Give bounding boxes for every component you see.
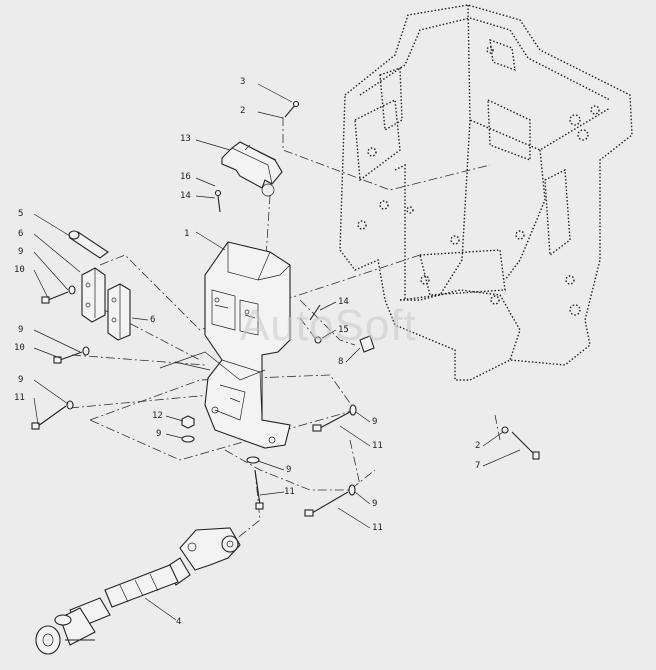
part-5-pin <box>68 230 109 259</box>
callout-7: 7 <box>475 461 480 471</box>
callout-1: 1 <box>184 229 189 239</box>
callout-11: 11 <box>284 487 295 497</box>
fasteners <box>31 100 540 517</box>
callout-4: 4 <box>176 617 181 627</box>
callout-8: 8 <box>338 357 343 367</box>
callout-9: 9 <box>372 417 377 427</box>
callout-11: 11 <box>372 441 383 451</box>
tractor-frame <box>339 4 633 381</box>
callout-11: 11 <box>14 393 25 403</box>
callout-2: 2 <box>475 441 480 451</box>
callout-9: 9 <box>372 499 377 509</box>
part-13-clip-bracket <box>221 141 283 197</box>
callout-2: 2 <box>240 106 245 116</box>
callout-9: 9 <box>18 247 23 257</box>
callout-10: 10 <box>14 343 25 353</box>
callout-6: 6 <box>150 315 155 325</box>
callout-14: 14 <box>338 297 349 307</box>
part-6-lower-block <box>107 283 131 341</box>
part-1-main-bracket <box>159 241 291 449</box>
callout-9: 9 <box>18 325 23 335</box>
part-6-upper-block <box>81 267 106 323</box>
leader-lines <box>33 83 521 621</box>
callout-5: 5 <box>18 209 23 219</box>
callout-12: 12 <box>152 411 163 421</box>
callout-15: 15 <box>338 325 349 335</box>
callout-11: 11 <box>372 523 383 533</box>
part-4-top-link <box>35 527 241 655</box>
callout-9: 9 <box>286 465 291 475</box>
callout-9: 9 <box>156 429 161 439</box>
callout-16: 16 <box>180 172 191 182</box>
callout-labels: 3 2 13 16 14 5 6 1 9 10 6 9 10 9 11 14 1… <box>14 77 480 627</box>
callout-3: 3 <box>240 77 245 87</box>
callout-10: 10 <box>14 265 25 275</box>
callout-9: 9 <box>18 375 23 385</box>
callout-6: 6 <box>18 229 23 239</box>
callout-14: 14 <box>180 191 191 201</box>
callout-13: 13 <box>180 134 191 144</box>
watermark-text: AutoSoft <box>240 301 417 350</box>
